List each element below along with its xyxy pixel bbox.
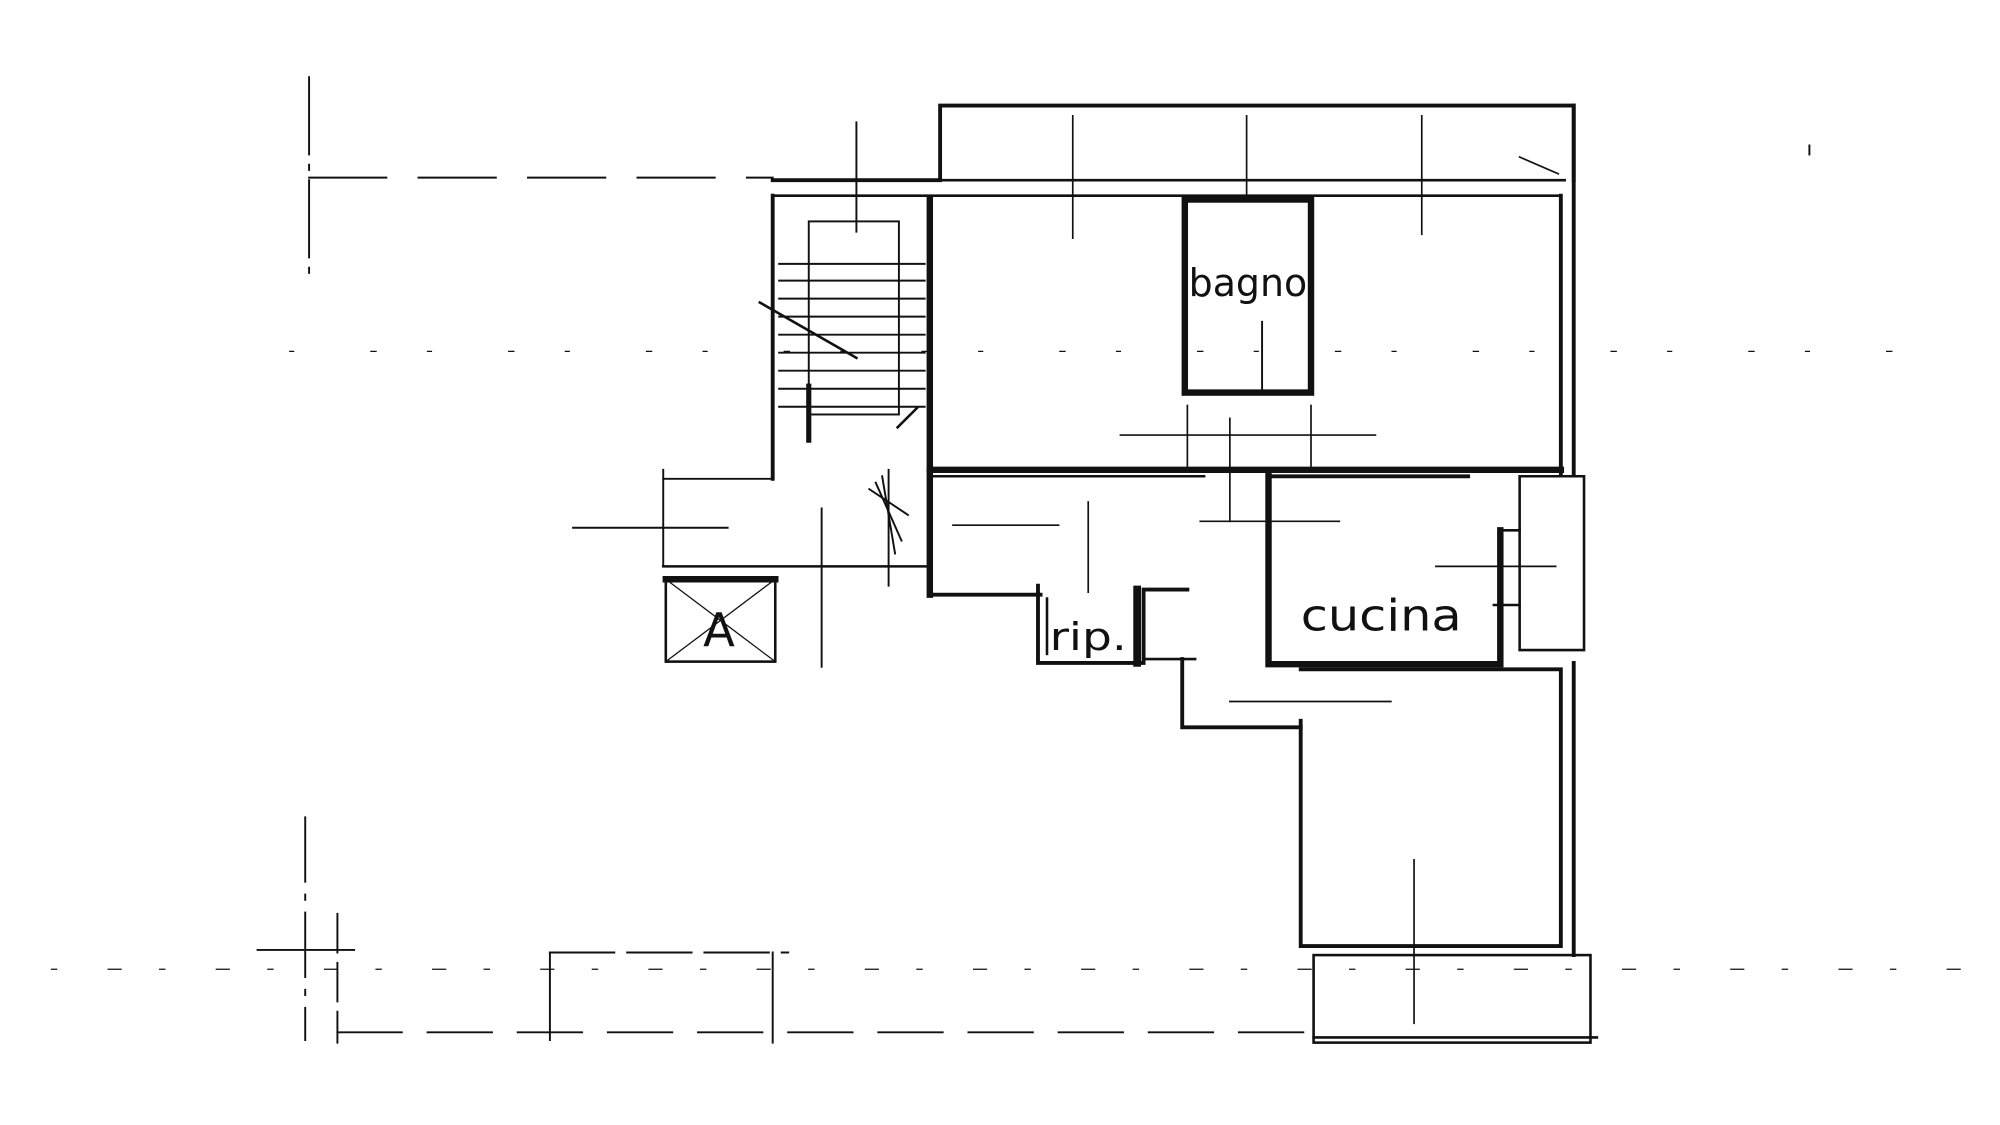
label-cucina: cucina xyxy=(1301,591,1462,642)
label-elevator: A xyxy=(703,603,735,657)
elevator-shaft xyxy=(662,576,779,663)
entrance-area xyxy=(572,468,929,668)
staircase xyxy=(758,121,926,443)
lower-room-walls xyxy=(1180,657,1599,1044)
reference-lines xyxy=(50,76,1972,1044)
cucina-walls xyxy=(1265,473,1586,668)
label-bagno: bagno xyxy=(1189,261,1307,306)
label-ripostiglio: rip. xyxy=(1050,615,1127,660)
ripostiglio-walls xyxy=(1036,583,1197,667)
bagno-walls xyxy=(1181,196,1315,396)
outer-walls xyxy=(770,103,1576,598)
interior-details xyxy=(952,115,1560,1025)
